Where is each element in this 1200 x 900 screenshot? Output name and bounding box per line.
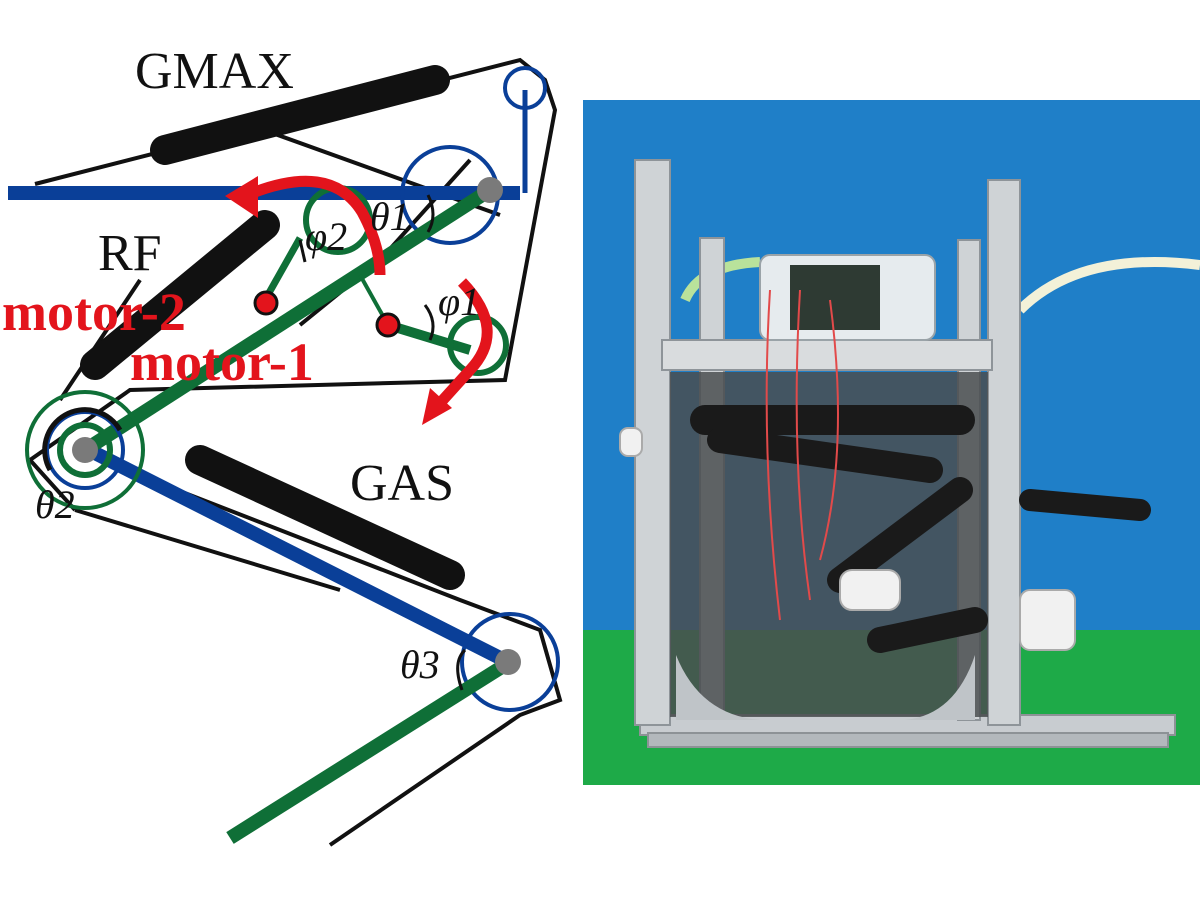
motor1-dot <box>375 312 401 338</box>
robot-photo <box>583 100 1200 785</box>
theta1-label: θ1 <box>370 194 410 239</box>
joint-dot-icon <box>72 437 98 463</box>
photo-wires <box>765 289 839 621</box>
rf-muscle <box>80 210 280 380</box>
photo-muscles <box>690 405 1151 653</box>
theta3-label: θ3 <box>400 642 440 687</box>
angle-arcs <box>298 194 467 691</box>
joint-dots <box>72 177 521 675</box>
photo-motors <box>619 427 1076 651</box>
leg-schematic: GMAX RF GAS motor-2 motor-1 θ1 φ2 φ1 θ2 … <box>2 43 563 847</box>
rf-label: RF <box>98 225 162 282</box>
phi2-label: φ2 <box>305 214 347 259</box>
arrow-heads <box>225 176 452 425</box>
ankle-joint-ring <box>460 612 560 712</box>
motor1-pulley <box>447 314 509 376</box>
gmax-muscle <box>150 65 450 165</box>
theta2-label: θ2 <box>35 482 75 527</box>
joint-dot-icon <box>495 649 521 675</box>
rotation-arrows <box>242 175 493 416</box>
phi1-label: φ1 <box>438 279 480 324</box>
muscles <box>80 65 465 590</box>
gmax-label: GMAX <box>135 43 294 100</box>
motor-dots <box>253 290 401 338</box>
motor1-label: motor-1 <box>130 332 314 392</box>
curved-arrow-icon <box>427 278 493 416</box>
gas-label: GAS <box>350 455 454 512</box>
motor2-label: motor-2 <box>2 282 186 342</box>
hip-pulley <box>503 66 547 110</box>
shank-link <box>81 441 560 712</box>
green-links <box>25 184 509 844</box>
knee-joint-ring <box>25 390 145 510</box>
gas-muscle <box>185 445 465 590</box>
curved-arrow-icon <box>242 175 386 276</box>
motor2-dot <box>253 290 279 316</box>
joint-dot-icon <box>477 177 503 203</box>
